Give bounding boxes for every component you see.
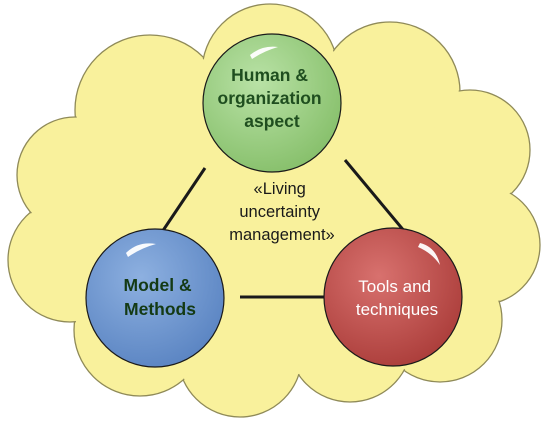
gloss-highlight: [250, 46, 278, 59]
edges: [158, 159, 407, 299]
node-model-line-1: Model &: [124, 275, 192, 295]
node-human-organization: Human & organization aspect: [202, 33, 342, 173]
center-label-line-2: uncertainty: [239, 203, 320, 221]
node-human-line-3: aspect: [244, 111, 300, 131]
node-tools-techniques: Tools and techniques: [323, 227, 463, 367]
center-label: «Living uncertainty management»: [229, 180, 335, 244]
center-label-line-3: management»: [229, 226, 335, 244]
node-tools-line-2: techniques: [356, 300, 438, 319]
edge-human-model: [158, 167, 207, 236]
edge-human-tools: [343, 159, 407, 233]
svg-text:Human & organization: Human & organization aspect: [218, 65, 327, 131]
node-model-methods: Model & Methods: [85, 228, 225, 368]
gloss-highlight: [126, 243, 156, 257]
svg-text:Tools and techniques: Tools and techniques: [356, 277, 438, 319]
svg-text:Model & Methods: Model & Methods: [124, 275, 197, 319]
gloss-highlight: [418, 243, 440, 265]
node-human-line-1: Human &: [231, 65, 308, 85]
node-tools-line-1: Tools and: [358, 277, 431, 296]
node-human-line-2: organization: [218, 88, 322, 108]
center-label-line-1: «Living: [254, 180, 306, 198]
node-model-line-2: Methods: [124, 299, 196, 319]
